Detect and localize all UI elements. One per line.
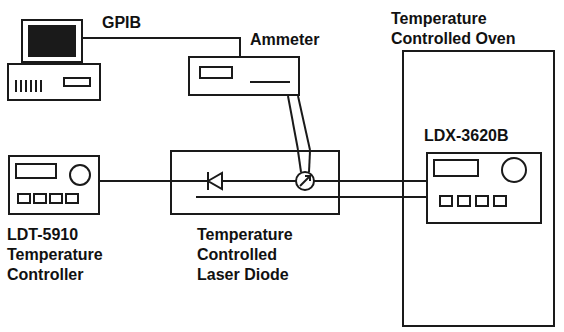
gpib-cable <box>82 38 240 56</box>
cable <box>298 96 310 150</box>
ammeter-panel <box>200 67 290 82</box>
cable <box>340 180 426 182</box>
temperature-controller-instrument: LDT-5910 Temperature Controller <box>8 155 100 215</box>
node-label: LDT-5910 Temperature Controller <box>7 225 125 285</box>
controller-panel <box>16 164 90 203</box>
laser-diode-circuit <box>171 151 339 197</box>
node-label: Temperature Controlled Oven <box>391 9 561 49</box>
node-label: Ammeter <box>250 30 360 50</box>
instrument-label: LDT-5910 Temperature Controller <box>7 225 125 285</box>
node-label: LDX-3620B <box>424 126 554 146</box>
bus-label: GPIB <box>100 13 143 33</box>
laser-diode-mount: Temperature Controlled Laser Diode <box>170 150 340 215</box>
cable <box>288 96 298 150</box>
instrument-label: Ammeter <box>250 30 360 50</box>
oven-enclosure: Temperature Controlled OvenLDX-3620B <box>402 50 555 327</box>
current-source-panel <box>434 158 526 206</box>
current-source-instrument: LDX-3620B <box>426 152 542 224</box>
instrument-label: Temperature Controlled Oven <box>391 9 561 49</box>
instrument-label: Temperature Controlled Laser Diode <box>197 225 315 285</box>
instrument-label: LDX-3620B <box>424 126 554 146</box>
node-label: Temperature Controlled Laser Diode <box>197 225 315 285</box>
cable <box>100 180 170 182</box>
cable <box>340 196 426 198</box>
computer-icon <box>8 20 100 100</box>
ammeter-instrument: Ammeter <box>188 56 300 96</box>
